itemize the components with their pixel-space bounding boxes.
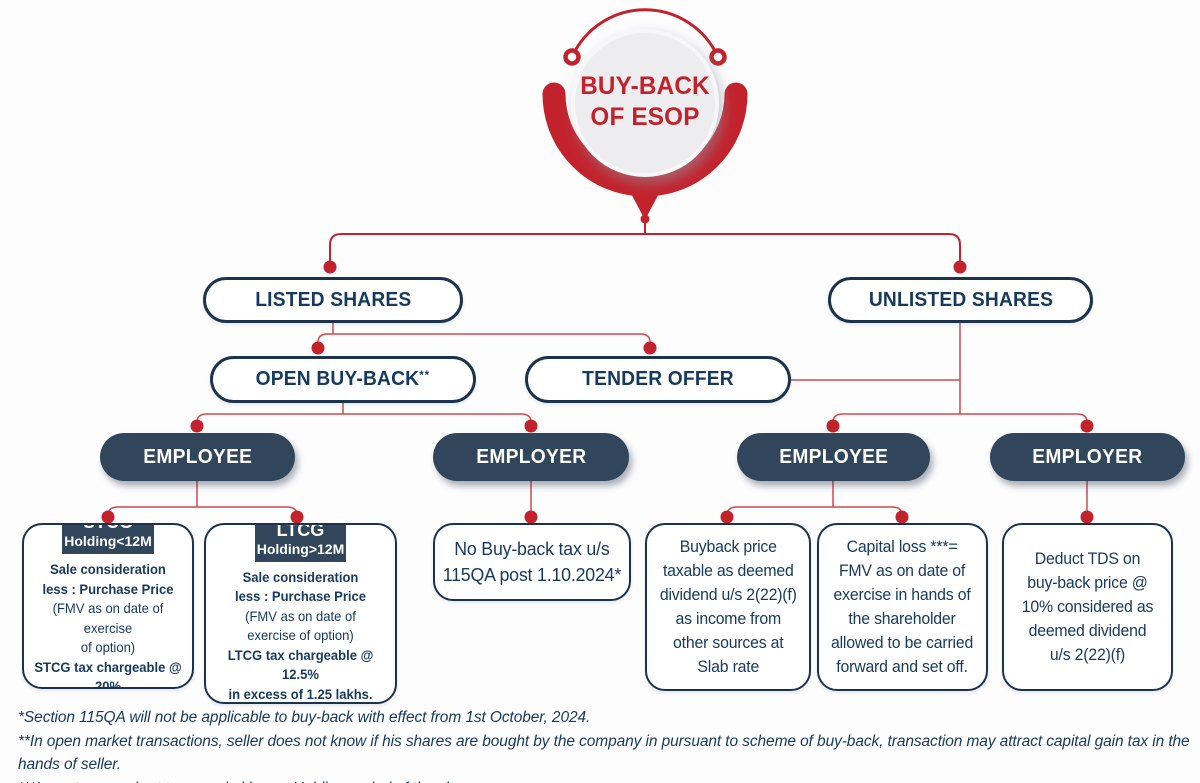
node-open-buyback: OPEN BUY-BACK**: [210, 356, 476, 403]
leaf-stcg: STCG Holding<12M Sale consideration less…: [22, 523, 194, 689]
ltcg-header: LTCG Holding>12M: [254, 523, 347, 562]
leaf-deduct-tds: Deduct TDS on buy-back price @ 10% consi…: [1002, 523, 1173, 691]
no-buyback-tax-text: No Buy-back tax u/s 115QA post 1.10.2024…: [442, 538, 622, 585]
root-connector-dots: [323, 260, 967, 274]
ltcg-body: Sale consideration less : Purchase Price…: [213, 562, 389, 702]
root-node-title: BUY-BACK OF ESOP: [565, 71, 725, 133]
leaf-ltcg: LTCG Holding>12M Sale consideration less…: [204, 523, 397, 704]
node-unlisted-shares: UNLISTED SHARES: [828, 277, 1093, 323]
root-connectors: [329, 214, 961, 266]
capital-loss-text: Capital loss ***= FMV as on date of exer…: [831, 538, 974, 676]
root-node-decoration: [542, 8, 748, 224]
stcg-title: STCG: [64, 525, 152, 533]
employer-unlisted-label: EMPLOYER: [1032, 445, 1143, 468]
connector-dots: [101, 341, 1094, 524]
root-title-line2: OF ESOP: [590, 103, 700, 131]
listed-shares-label: LISTED SHARES: [254, 288, 412, 311]
pill-employer-listed: EMPLOYER: [433, 433, 629, 481]
leaf-buyback-price: Buyback price taxable as deemed dividend…: [645, 523, 811, 691]
node-tender-offer: TENDER OFFER: [525, 356, 791, 403]
open-buyback-footnote-marker: **: [419, 368, 431, 382]
employee-listed-label: EMPLOYEE: [142, 445, 252, 468]
employee-unlisted-label: EMPLOYEE: [778, 445, 888, 468]
stcg-subtitle: Holding<12M: [64, 533, 152, 550]
open-buyback-label: OPEN BUY-BACK: [255, 368, 420, 390]
leaf-line: (FMV as on date of exercise of option): [52, 600, 164, 656]
pill-employer-unlisted: EMPLOYER: [990, 433, 1185, 481]
leaf-line: less : Purchase Price: [234, 588, 367, 605]
leaf-line: STCG tax chargeable @ 20%: [34, 658, 182, 689]
deduct-tds-text: Deduct TDS on buy-back price @ 10% consi…: [1021, 550, 1154, 664]
pill-employee-listed: EMPLOYEE: [100, 433, 295, 481]
ltcg-title: LTCG: [276, 523, 325, 540]
footnote-1: *Section 115QA will not be applicable to…: [18, 709, 591, 726]
ltcg-subtitle: Holding>12M: [256, 540, 345, 557]
root-title-line1: BUY-BACK: [580, 72, 710, 100]
leaf-line: Sale consideration: [242, 568, 359, 585]
connector-lines: [107, 323, 1088, 517]
node-listed-shares: LISTED SHARES: [203, 277, 463, 323]
leaf-capital-loss: Capital loss ***= FMV as on date of exer…: [817, 523, 988, 691]
leaf-no-buyback-tax: No Buy-back tax u/s 115QA post 1.10.2024…: [433, 523, 631, 601]
footnote-2: **In open market transactions, seller do…: [18, 732, 1190, 774]
buyback-price-text: Buyback price taxable as deemed dividend…: [659, 538, 797, 676]
employer-listed-label: EMPLOYER: [475, 445, 587, 468]
leaf-line: less : Purchase Price: [42, 580, 174, 597]
pill-employee-unlisted: EMPLOYEE: [737, 433, 930, 481]
unlisted-shares-label: UNLISTED SHARES: [868, 288, 1053, 311]
footnote-3: ***Long term or short term capital loss …: [18, 777, 1196, 783]
tender-offer-label: TENDER OFFER: [582, 368, 734, 390]
leaf-line: (FMV as on date of exercise of option): [245, 607, 356, 644]
stcg-body: Sale consideration less : Purchase Price…: [30, 554, 186, 689]
leaf-line: Sale consideration: [50, 561, 166, 578]
stcg-header: STCG Holding<12M: [62, 525, 154, 555]
leaf-line: LTCG tax chargeable @ 12.5% in excess of…: [227, 646, 374, 702]
footnotes: *Section 115QA will not be applicable to…: [18, 706, 1196, 783]
